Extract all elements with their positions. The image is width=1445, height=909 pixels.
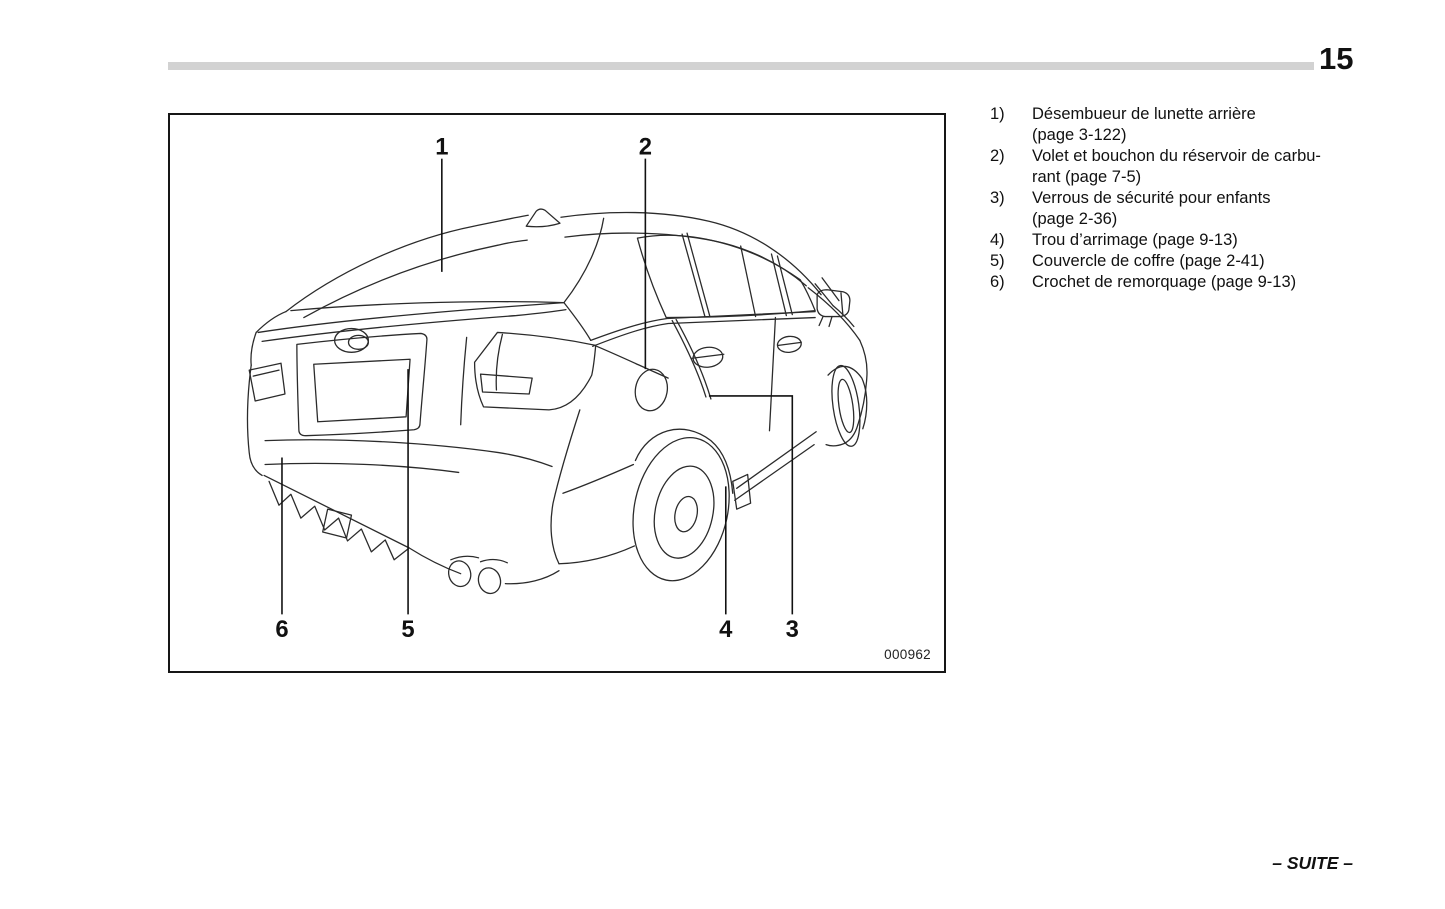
legend-item-text: Volet et bouchon du réservoir de carbu- … [1032, 147, 1321, 186]
legend-item-text: Crochet de remorquage (page 9-13) [1032, 273, 1297, 291]
legend-item-number: 6) [990, 273, 1005, 291]
front-body [807, 277, 868, 447]
callout-line-3 [708, 395, 794, 615]
exhaust-tips [447, 555, 509, 595]
callout-lines [281, 158, 794, 615]
legend-item: 2) Volet et bouchon du réservoir de carb… [990, 146, 1358, 188]
rear-wheel [632, 428, 752, 582]
side-mirror [816, 289, 851, 328]
rear-window [290, 217, 605, 312]
door-handle-rear [691, 346, 725, 368]
callout-labels: 1 2 3 4 5 6 [275, 134, 799, 644]
legend-item-number: 2) [990, 147, 1005, 165]
figure-frame: 1 2 3 4 5 6 000962 [168, 113, 946, 673]
rear-bumper [264, 409, 636, 565]
side-glass [636, 232, 816, 319]
callout-label-4: 4 [719, 616, 733, 643]
legend-item-text: Couvercle de coffre (page 2-41) [1032, 252, 1265, 270]
figure-image-id: 000962 [884, 647, 931, 662]
rocker-panel [734, 431, 817, 501]
callout-label-5: 5 [401, 616, 414, 643]
fuel-filler-lid [634, 368, 669, 412]
callout-label-3: 3 [786, 616, 799, 643]
legend-item-number: 1) [990, 105, 1005, 123]
door-handle-front [776, 335, 802, 353]
front-wheel [827, 364, 868, 447]
legend-item: 6) Crochet de remorquage (page 9-13) [990, 272, 1358, 293]
legend-item: 5) Couvercle de coffre (page 2-41) [990, 251, 1358, 272]
legend-item-text: Verrous de sécurité pour enfants (page 2… [1032, 189, 1271, 228]
callout-label-6: 6 [275, 616, 288, 643]
diffuser-fins [263, 474, 560, 585]
license-plate-recess [296, 332, 428, 437]
legend-item-number: 3) [990, 189, 1005, 207]
tail-light [473, 331, 597, 411]
callout-label-2: 2 [639, 134, 652, 161]
callout-label-1: 1 [435, 134, 448, 161]
car-body-outline [246, 211, 822, 477]
legend-item-number: 4) [990, 231, 1005, 249]
beltline [590, 310, 816, 379]
legend-item-number: 5) [990, 252, 1005, 270]
legend-item-text: Trou d’arrimage (page 9-13) [1032, 231, 1238, 249]
legend-item: 3) Verrous de sécurité pour enfants (pag… [990, 188, 1358, 230]
header-rule [168, 62, 1314, 70]
legend: 1) Désembueur de lunette arrière (page 3… [990, 104, 1358, 293]
car-illustration: 1 2 3 4 5 6 [246, 134, 868, 644]
trunk-lid [257, 302, 592, 426]
legend-item-text: Désembueur de lunette arrière (page 3-12… [1032, 105, 1256, 144]
legend-item: 1) Désembueur de lunette arrière (page 3… [990, 104, 1358, 146]
legend-item: 4) Trou d’arrimage (page 9-13) [990, 230, 1358, 251]
tail-light-left [248, 362, 286, 402]
continuation-note: – SUITE – [1272, 853, 1353, 873]
door-seams [671, 316, 777, 432]
page-number: 15 [1319, 41, 1354, 76]
antenna-icon [525, 208, 561, 228]
